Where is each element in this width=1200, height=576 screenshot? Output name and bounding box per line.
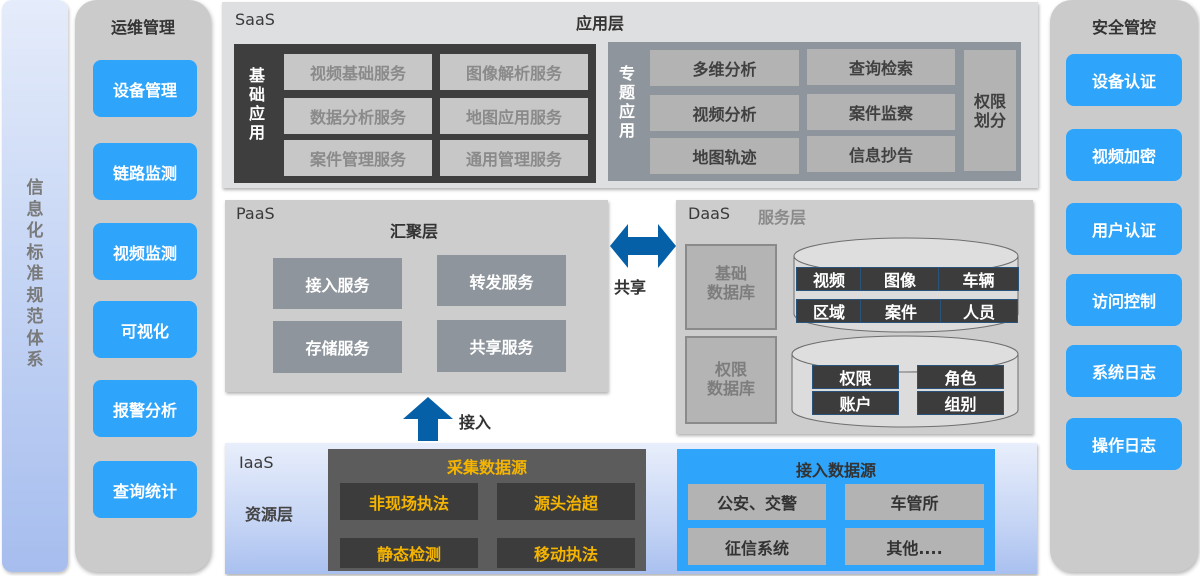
security-title: 安全管控 [1091,18,1156,37]
collect-source-item[interactable]: 移动执法 [497,538,635,568]
basic-database-label: 基础数据库 [706,264,755,302]
share-double-arrow-icon [610,224,676,268]
security-item-video-encryption[interactable]: 视频加密 [1066,129,1182,181]
basic-db-item[interactable]: 视频 [796,267,862,291]
special-app-item[interactable]: 地图轨迹 [650,138,799,174]
access-source-item[interactable]: 征信系统 [688,528,826,565]
basic-db-item[interactable]: 车辆 [938,267,1019,291]
ops-column: 运维管理 设备管理 链路监测 视频监测 可视化 报警分析 查询统计 [75,0,211,572]
special-app-item[interactable]: 查询检索 [807,49,955,85]
special-app-item[interactable]: 信息抄告 [807,136,955,172]
basic-app-item[interactable]: 视频基础服务 [284,54,432,90]
basic-apps-block: 基础应用 视频基础服务 图像解析服务 数据分析服务 地图应用服务 案件管理服务 … [234,44,596,183]
basic-app-item[interactable]: 数据分析服务 [284,98,432,134]
access-label: 接入 [459,413,492,432]
basic-db-item[interactable]: 图像 [860,267,940,291]
perm-db-item[interactable]: 账户 [812,391,899,415]
basic-app-item[interactable]: 图像解析服务 [440,54,588,90]
permission-division-label: 权限划分 [973,91,1006,130]
ops-item-alarm-analysis[interactable]: 报警分析 [93,380,197,437]
paas-item-share-service[interactable]: 共享服务 [437,320,566,372]
collect-source-item[interactable]: 静态检测 [340,538,478,568]
ops-title: 运维管理 [110,18,175,37]
special-app-item[interactable]: 视频分析 [650,95,799,131]
perm-db-item[interactable]: 权限 [812,365,899,389]
security-item-system-log[interactable]: 系统日志 [1066,345,1182,397]
basic-app-item[interactable]: 案件管理服务 [284,140,432,176]
basic-app-item[interactable]: 通用管理服务 [440,140,588,176]
permission-database-label: 权限数据库 [706,360,755,398]
paas-item-storage-service[interactable]: 存储服务 [273,321,402,373]
access-source-item[interactable]: 其他.... [845,528,984,565]
security-item-user-auth[interactable]: 用户认证 [1066,203,1182,255]
perm-db-item[interactable]: 组别 [917,391,1004,415]
special-apps-block: 专题应用 多维分析 查询检索 视频分析 案件监察 地图轨迹 信息抄告 权限划分 [608,42,1021,181]
permission-database-box[interactable]: 权限数据库 [685,336,777,424]
ops-item-video-monitoring[interactable]: 视频监测 [93,223,197,280]
paas-layer: PaaS 汇聚层 接入服务 转发服务 存储服务 共享服务 [225,200,608,392]
paas-tag: PaaS [236,204,275,223]
basic-db-item[interactable]: 区域 [796,299,862,323]
basic-db-item[interactable]: 案件 [860,299,942,323]
paas-item-forward-service[interactable]: 转发服务 [437,255,566,306]
iaas-title: 资源层 [245,505,294,524]
paas-item-access-service[interactable]: 接入服务 [273,258,402,309]
daas-layer: DaaS 服务层 基础数据库 权限数据库 视频 图像 车辆 区域 案件 人员 权… [676,200,1033,434]
access-sources-title: 接入数据源 [795,461,876,480]
ops-item-query-statistics[interactable]: 查询统计 [93,461,197,518]
security-column: 安全管控 设备认证 视频加密 用户认证 访问控制 系统日志 操作日志 [1050,0,1198,572]
basic-apps-label: 基础应用 [248,66,265,142]
access-sources-block: 接入数据源 公安、交警 车管所 征信系统 其他.... [677,449,995,571]
daas-title: 服务层 [758,208,807,227]
ops-item-visualization[interactable]: 可视化 [93,301,197,358]
saas-title: 应用层 [576,14,625,33]
ops-item-device-management[interactable]: 设备管理 [93,60,197,117]
daas-tag: DaaS [688,204,731,223]
basic-database-box[interactable]: 基础数据库 [685,244,777,330]
collect-source-item[interactable]: 非现场执法 [340,483,478,520]
basic-app-item[interactable]: 地图应用服务 [440,98,588,134]
standards-column: 信息化标准规范体系 [2,0,68,572]
permission-division[interactable]: 权限划分 [964,50,1016,171]
access-source-item[interactable]: 车管所 [845,484,984,520]
saas-layer: SaaS 应用层 基础应用 视频基础服务 图像解析服务 数据分析服务 地图应用服… [222,2,1038,188]
access-source-item[interactable]: 公安、交警 [688,484,826,520]
perm-db-item[interactable]: 角色 [917,365,1004,389]
collect-sources-block: 采集数据源 非现场执法 源头治超 静态检测 移动执法 [328,449,646,571]
iaas-layer: IaaS 资源层 采集数据源 非现场执法 源头治超 静态检测 移动执法 接入数据… [225,443,1037,574]
basic-db-item[interactable]: 人员 [940,299,1018,323]
collect-source-item[interactable]: 源头治超 [497,483,635,520]
security-item-operation-log[interactable]: 操作日志 [1066,418,1182,470]
special-app-item[interactable]: 多维分析 [650,50,799,86]
ops-item-link-monitoring[interactable]: 链路监测 [93,143,197,200]
iaas-tag: IaaS [239,453,274,472]
share-label: 共享 [614,278,647,297]
special-app-item[interactable]: 案件监察 [807,94,955,130]
paas-title: 汇聚层 [390,222,439,241]
security-item-device-auth[interactable]: 设备认证 [1066,54,1182,106]
collect-sources-title: 采集数据源 [446,458,527,477]
standards-title: 信息化标准规范体系 [26,178,44,370]
access-up-arrow-icon [403,397,453,441]
special-apps-label: 专题应用 [618,64,635,140]
saas-tag: SaaS [235,10,275,29]
security-item-access-control[interactable]: 访问控制 [1066,274,1182,326]
